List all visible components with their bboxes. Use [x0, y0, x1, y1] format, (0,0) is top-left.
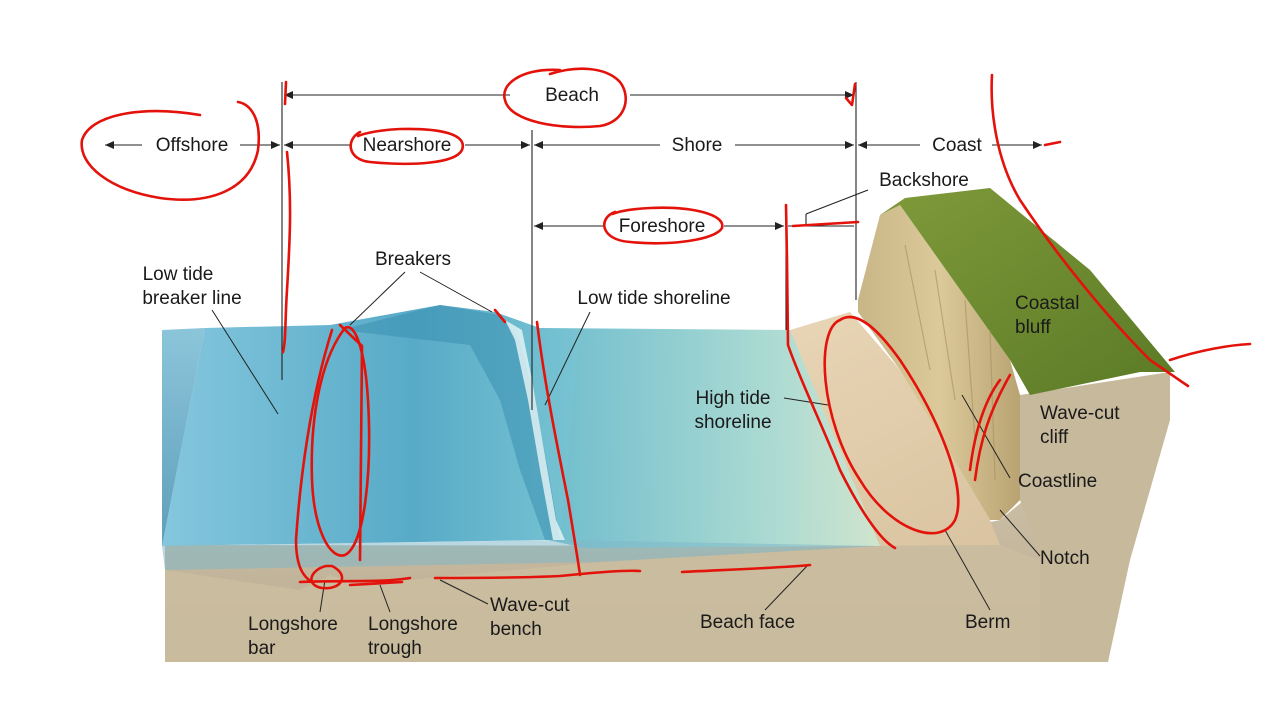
wave-cut-cliff-label-2: cliff — [1040, 427, 1069, 448]
zone-beach-label: Beach — [545, 85, 599, 106]
beach-face-label: Beach face — [700, 612, 795, 633]
line-coast-tail — [1168, 342, 1252, 362]
red-annotations — [80, 67, 1252, 590]
water-side-face — [162, 328, 205, 546]
high-tide-shoreline-label-2: shoreline — [694, 412, 771, 433]
coastal-bluff-label-2: bluff — [1015, 317, 1051, 338]
feature-labels: Low tide breaker line Breakers Low tide … — [142, 249, 1120, 659]
line-high-tide-shoreline — [784, 203, 897, 550]
oval-berm — [823, 315, 960, 535]
wave-cut-cliff-label-1: Wave-cut — [1040, 403, 1120, 424]
breaking-wave — [340, 305, 560, 540]
low-tide-breaker-line-label-1: Low tide — [143, 264, 214, 285]
circle-nearshore — [349, 127, 465, 166]
landscape-block — [162, 188, 1175, 662]
breakers-label: Breakers — [375, 249, 451, 270]
dimension-lines — [105, 82, 1042, 410]
circle-foreshore — [603, 206, 724, 245]
tick-beach-left — [283, 80, 288, 106]
underline-backshore — [791, 220, 860, 228]
seafloor-slope — [165, 545, 1040, 662]
zone-coast-label: Coast — [932, 135, 982, 156]
zone-foreshore-label: Foreshore — [619, 216, 706, 237]
loop-longshore-bar-base — [310, 564, 344, 590]
lines-wave-cut-cliff — [968, 373, 1012, 482]
line-coast-boundary — [990, 73, 1190, 388]
water-front-face — [162, 540, 880, 570]
wave-cut-bench-label-2: bench — [490, 619, 542, 640]
longshore-bar-label-2: bar — [248, 638, 276, 659]
zone-shore-label: Shore — [672, 135, 723, 156]
zone-backshore-label: Backshore — [879, 170, 969, 191]
line-coast-top — [1043, 140, 1062, 147]
box-breaker-zone — [294, 323, 364, 584]
oval-longshore-bar — [310, 325, 371, 557]
cliff-face — [858, 205, 1020, 520]
zone-offshore-label: Offshore — [156, 135, 229, 156]
notch-label: Notch — [1040, 548, 1090, 569]
circle-beach — [502, 67, 627, 129]
zone-labels: Beach Offshore Nearshore Shore Coast Bac… — [156, 85, 983, 237]
zone-nearshore-label: Nearshore — [363, 135, 452, 156]
breakers-tip — [493, 308, 507, 324]
coastline-label: Coastline — [1018, 471, 1097, 492]
wave-foam — [505, 320, 565, 540]
wave-cut-bench-label-1: Wave-cut — [490, 595, 570, 616]
tick-beach-right — [844, 82, 857, 107]
leader-lines — [211, 271, 1041, 613]
longshore-bar-label-1: Longshore — [248, 614, 338, 635]
low-tide-breaker-line-label-2: breaker line — [142, 288, 241, 309]
coastal-bluff-label-1: Coastal — [1015, 293, 1079, 314]
line-low-tide-shoreline — [535, 320, 582, 577]
low-tide-shoreline-label: Low tide shoreline — [577, 288, 730, 309]
line-offshore-boundary — [281, 150, 292, 354]
longshore-trough-label-1: Longshore — [368, 614, 458, 635]
high-tide-shoreline-label-1: High tide — [696, 388, 771, 409]
grass-top — [880, 188, 1175, 395]
circle-offshore — [80, 100, 261, 201]
bedrock-right-face — [1020, 372, 1170, 662]
longshore-trough-label-2: trough — [368, 638, 422, 659]
underline-seafloor — [298, 563, 812, 587]
berm-label: Berm — [965, 612, 1010, 633]
